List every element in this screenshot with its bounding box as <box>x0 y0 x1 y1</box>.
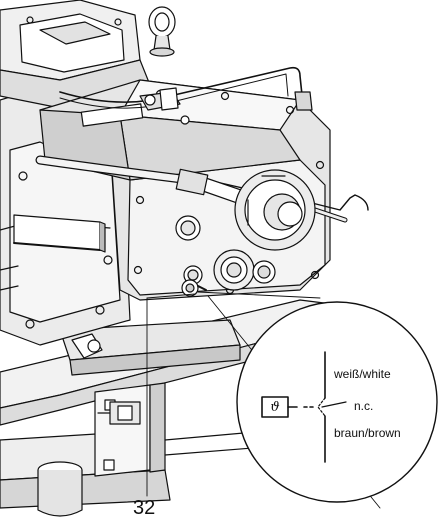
ports <box>175 215 276 297</box>
flange-connection <box>234 169 316 251</box>
figure-number: 32 <box>133 497 156 519</box>
sensor-plug <box>97 401 141 425</box>
wire-white-label: weiß/white <box>334 367 391 381</box>
wire-brown-label: braun/brown <box>334 426 401 440</box>
eye-bolt <box>148 6 176 57</box>
contact-nc-line <box>321 401 347 408</box>
mounting-bracket <box>59 319 241 376</box>
top-housing <box>0 0 151 109</box>
detail-circle <box>236 301 438 503</box>
sensor-schematic <box>261 351 347 463</box>
temperature-sensor-symbol: ϑ <box>270 400 280 415</box>
contact-break <box>317 397 326 417</box>
pipe-line <box>59 66 313 111</box>
contact-nc-label: n.c. <box>354 399 374 413</box>
